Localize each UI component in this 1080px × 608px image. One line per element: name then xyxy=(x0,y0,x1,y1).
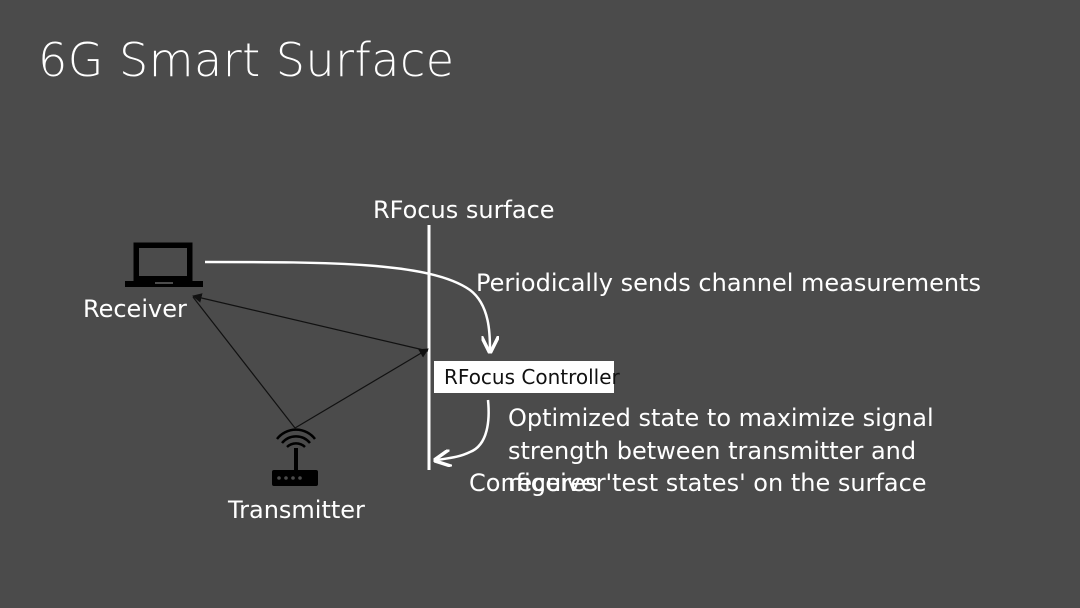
router-icon xyxy=(272,428,318,486)
laptop-icon xyxy=(125,242,203,287)
tx-to-surface-path xyxy=(294,348,429,429)
configure-arrow xyxy=(437,399,490,460)
surface-to-receiver-path xyxy=(192,293,429,352)
receiver-label: Receiver xyxy=(83,295,187,323)
configures-test-states-text: Configures 'test states' on the surface xyxy=(469,469,927,497)
optimized-state-line-2: strength between transmitter and xyxy=(508,437,917,465)
rfocus-controller-box xyxy=(434,361,614,393)
optimized-state-line-1: Optimized state to maximize signal xyxy=(508,404,934,432)
rfocus-controller-label: RFocus Controller xyxy=(444,365,620,389)
rfocus-surface-label: RFocus surface xyxy=(373,196,555,224)
slide-title: 6G Smart Surface xyxy=(38,33,455,87)
optimized-state-line-3: receiver xyxy=(508,469,606,497)
measurement-arrow xyxy=(204,260,490,350)
tx-to-receiver-path xyxy=(192,296,296,429)
transmitter-label: Transmitter xyxy=(228,496,365,524)
periodic-measurements-text: Periodically sends channel measurements xyxy=(476,269,981,297)
